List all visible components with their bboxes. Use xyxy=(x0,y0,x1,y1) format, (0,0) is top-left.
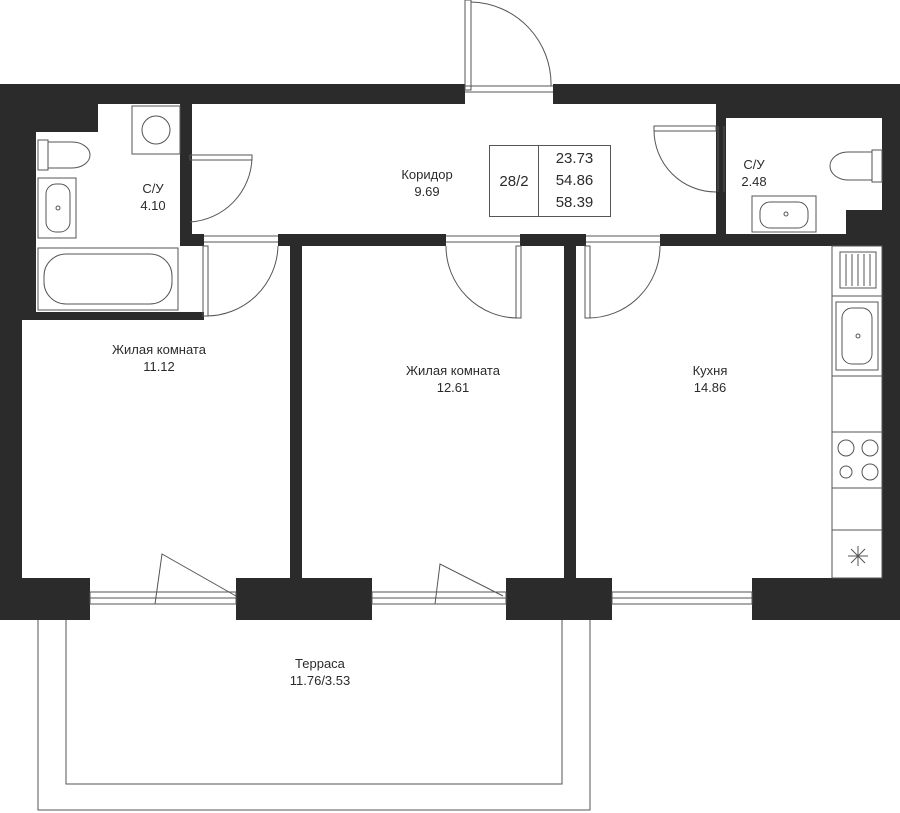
stove-burner-2 xyxy=(861,439,879,457)
balcony-door-1 xyxy=(154,553,237,605)
wall-bath-left-bottom xyxy=(22,312,204,320)
room-area: 9.69 xyxy=(414,184,440,199)
kitchen-door-leaf xyxy=(584,245,591,319)
wall-bottom-1 xyxy=(0,578,90,620)
room-label-kitchen: Кухня 14.86 xyxy=(693,362,728,396)
room-name: Жилая комната xyxy=(112,342,206,357)
bath-left-door-arc xyxy=(189,157,253,223)
washing-machine-drum xyxy=(141,115,171,145)
living1-door-leaf xyxy=(202,245,209,317)
bath-right-fixtures xyxy=(751,149,883,233)
gas-riser-icon xyxy=(848,546,868,566)
wall-living1-living2 xyxy=(290,234,302,580)
living1-door-arc xyxy=(205,245,279,317)
bath-left-door-leaf xyxy=(189,154,253,161)
bath-right-door-arc xyxy=(653,129,717,193)
total-with-terrace: 58.39 xyxy=(555,194,594,211)
room-name: Жилая комната xyxy=(406,363,500,378)
wall-right xyxy=(882,84,900,620)
kitchen-counter xyxy=(831,245,883,579)
wall-corridor-bottom-4 xyxy=(660,234,882,246)
kitchen-sink xyxy=(835,301,879,371)
radiator xyxy=(839,251,877,289)
stove-burner-3 xyxy=(839,465,853,479)
stove-burner-4 xyxy=(861,463,879,481)
toilet-right-bowl xyxy=(829,151,873,181)
bathtub xyxy=(37,247,179,311)
apartment-summary: 28/2 23.73 54.86 58.39 xyxy=(489,145,611,217)
kitchen-door-arc xyxy=(587,245,661,319)
wall-bath-right-notch xyxy=(846,210,882,238)
room-area: 14.86 xyxy=(693,380,727,395)
wall-living2-kitchen xyxy=(564,234,576,580)
bath-left-fixtures xyxy=(37,105,181,311)
room-label-bath-left: С/У 4.10 xyxy=(140,180,165,214)
terrace xyxy=(37,620,591,811)
wall-bottom-3 xyxy=(506,578,612,620)
toilet-right-tank xyxy=(871,149,883,183)
wall-top-right xyxy=(553,84,900,104)
wall-bottom-2 xyxy=(236,578,372,620)
wall-bath-right-left xyxy=(716,104,726,236)
kitchen-fixtures xyxy=(831,245,883,579)
wall-top-left xyxy=(0,84,465,104)
sink-right xyxy=(751,195,817,233)
room-label-living-2: Жилая комната 12.61 xyxy=(406,362,500,396)
apartment-code: 28/2 xyxy=(490,146,539,216)
kitchen-sink-drain xyxy=(855,333,861,339)
room-name: Кухня xyxy=(692,363,728,378)
bathtub-inner xyxy=(43,253,173,305)
room-area: 11.76/3.53 xyxy=(289,673,351,688)
wall-corridor-bottom-2 xyxy=(278,234,446,246)
wall-bath-left-top-2 xyxy=(22,104,36,314)
sink-right-drain xyxy=(783,211,789,217)
sink-left xyxy=(37,177,77,239)
living2-door-leaf xyxy=(515,245,522,319)
kitchen-sink-basin xyxy=(841,307,873,365)
wall-left xyxy=(0,84,22,620)
living2-door-arc xyxy=(445,245,519,319)
wall-bath-corridor xyxy=(180,104,192,236)
sink-right-basin xyxy=(759,201,809,229)
terrace-inner xyxy=(65,620,563,785)
bath-right-door-leaf xyxy=(653,125,717,132)
stove-burner-1 xyxy=(837,439,855,457)
doors xyxy=(189,0,725,319)
total-area: 54.86 xyxy=(555,172,594,189)
sink-left-basin xyxy=(45,183,71,233)
room-name: С/У xyxy=(743,157,765,172)
room-area: 4.10 xyxy=(140,198,166,213)
toilet-left-bowl xyxy=(47,141,91,169)
wall-corridor-bottom-1 xyxy=(180,234,204,246)
walls xyxy=(0,84,900,620)
washing-machine xyxy=(131,105,181,155)
terrace-outer xyxy=(37,620,591,811)
wall-bath-right-top xyxy=(716,104,882,118)
living-area: 23.73 xyxy=(555,150,594,167)
toilet-left-tank xyxy=(37,139,49,171)
room-label-corridor: Коридор 9.69 xyxy=(401,166,452,200)
room-name: С/У xyxy=(142,181,164,196)
room-name: Терраса xyxy=(295,656,345,671)
entrance-door-leaf xyxy=(464,0,472,91)
apartment-areas: 23.73 54.86 58.39 xyxy=(539,148,610,214)
entrance-door-arc xyxy=(470,1,552,87)
room-label-living-1: Жилая комната 11.12 xyxy=(112,341,206,375)
wall-bottom-4 xyxy=(752,578,900,620)
wall-corridor-bottom-3 xyxy=(520,234,586,246)
room-label-terrace: Терраса 11.76/3.53 xyxy=(290,655,350,689)
room-area: 11.12 xyxy=(143,359,175,374)
room-label-bath-right: С/У 2.48 xyxy=(741,156,766,190)
room-area: 2.48 xyxy=(741,174,767,189)
room-name: Коридор xyxy=(401,167,453,182)
sink-left-drain xyxy=(55,205,61,211)
room-area: 12.61 xyxy=(436,380,470,395)
balcony-door-2 xyxy=(434,563,504,605)
windows xyxy=(89,553,753,605)
